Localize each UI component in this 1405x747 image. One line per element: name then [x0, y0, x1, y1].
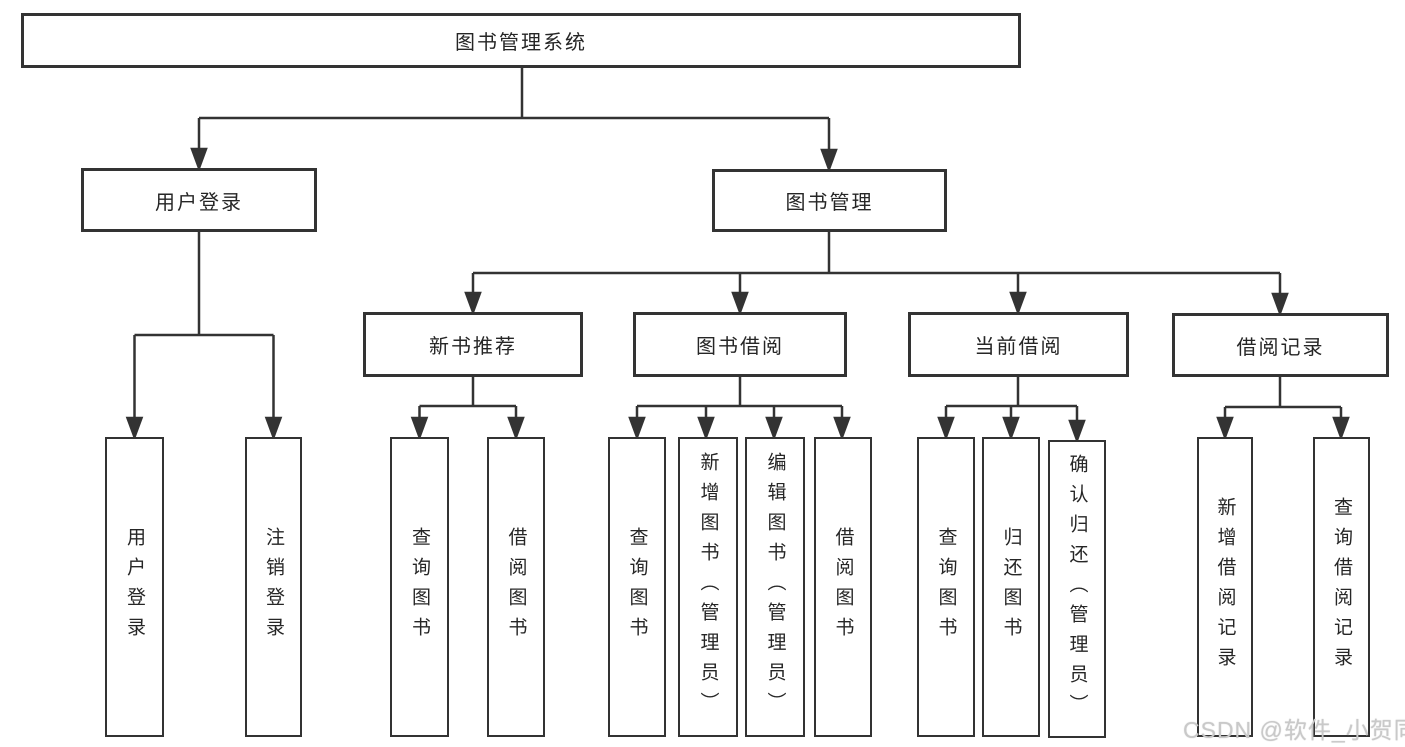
arrowhead — [507, 416, 525, 441]
connector-book-management-to-sections — [464, 232, 1289, 317]
node-book-borrowing: 图书借阅 — [633, 312, 847, 377]
connector-root-to-branches — [190, 68, 838, 173]
arrowhead — [1332, 416, 1350, 441]
arrowhead — [464, 291, 482, 316]
connector-user-login-to-leaves — [125, 232, 283, 441]
arrowhead — [1216, 416, 1234, 441]
leaf-borrow-books-borrow-label: 借阅图书 — [832, 527, 854, 647]
arrowhead — [410, 416, 429, 441]
leaf-query-borrow-record-label: 查询借阅记录 — [1331, 497, 1352, 677]
connector-new-book-to-leaves — [410, 377, 525, 441]
leaf-query-books-recommend-label: 查询图书 — [409, 527, 430, 647]
node-book-management: 图书管理 — [712, 169, 947, 232]
arrowhead — [833, 416, 851, 441]
node-user-login-label: 用户登录 — [155, 191, 243, 214]
leaf-add-borrow-record: 新增借阅记录 — [1197, 437, 1253, 737]
leaf-query-borrow-record: 查询借阅记录 — [1313, 437, 1370, 737]
arrowhead — [765, 416, 783, 441]
leaf-logout-login: 注销登录 — [245, 437, 302, 737]
arrowhead — [125, 416, 144, 441]
node-new-book-recommendation-label: 新书推荐 — [429, 336, 517, 358]
leaf-add-books-admin: 新增图书（管理员） — [678, 437, 738, 737]
node-book-management-label: 图书管理 — [785, 192, 874, 214]
arrowhead — [190, 147, 208, 172]
arrowhead — [820, 148, 838, 173]
leaf-query-books-current-label: 查询图书 — [935, 527, 957, 647]
leaf-add-books-admin-label: 新增图书（管理员） — [697, 452, 719, 722]
leaf-edit-books-admin-label: 编辑图书（管理员） — [764, 452, 786, 722]
node-user-login: 用户登录 — [81, 168, 317, 232]
leaf-borrow-books-recommend: 借阅图书 — [487, 437, 545, 737]
leaf-confirm-return-admin: 确认归还（管理员） — [1048, 440, 1106, 738]
arrowhead — [1068, 419, 1086, 444]
leaf-query-books-borrow-label: 查询图书 — [626, 527, 648, 647]
node-current-borrowing-label: 当前借阅 — [974, 336, 1063, 358]
leaf-user-login: 用户登录 — [105, 437, 164, 737]
connector-current-borrow-to-leaves — [937, 377, 1086, 444]
node-borrowing-records: 借阅记录 — [1172, 313, 1389, 377]
arrowhead — [937, 416, 955, 441]
leaf-query-books-recommend: 查询图书 — [390, 437, 449, 737]
leaf-return-books: 归还图书 — [982, 437, 1040, 737]
node-root: 图书管理系统 — [21, 13, 1021, 68]
node-borrowing-records-label: 借阅记录 — [1236, 336, 1325, 359]
leaf-edit-books-admin: 编辑图书（管理员） — [745, 437, 805, 737]
leaf-query-books-current: 查询图书 — [917, 437, 975, 737]
leaf-confirm-return-admin-label: 确认归还（管理员） — [1066, 454, 1088, 724]
node-root-label: 图书管理系统 — [455, 32, 587, 54]
leaf-return-books-label: 归还图书 — [1000, 527, 1022, 647]
leaf-borrow-books-recommend-label: 借阅图书 — [505, 527, 527, 647]
arrowhead — [1009, 291, 1027, 316]
node-book-borrowing-label: 图书借阅 — [696, 336, 784, 358]
arrowhead — [628, 416, 646, 441]
csdn-watermark: CSDN @软件_小贺同学 — [1183, 717, 1405, 743]
arrowhead — [1271, 292, 1289, 317]
connector-book-borrow-to-leaves — [628, 377, 851, 441]
arrowhead — [697, 416, 715, 441]
node-current-borrowing: 当前借阅 — [908, 312, 1129, 377]
arrowhead — [264, 416, 283, 441]
leaf-add-borrow-record-label: 新增借阅记录 — [1214, 497, 1236, 677]
leaf-user-login-label: 用户登录 — [124, 527, 145, 647]
leaf-logout-login-label: 注销登录 — [263, 527, 284, 647]
node-new-book-recommendation: 新书推荐 — [363, 312, 583, 377]
leaf-query-books-borrow: 查询图书 — [608, 437, 666, 737]
leaf-borrow-books-borrow: 借阅图书 — [814, 437, 872, 737]
arrowhead — [731, 291, 749, 316]
connector-borrow-records-to-leaves — [1216, 377, 1350, 441]
arrowhead — [1002, 416, 1020, 441]
